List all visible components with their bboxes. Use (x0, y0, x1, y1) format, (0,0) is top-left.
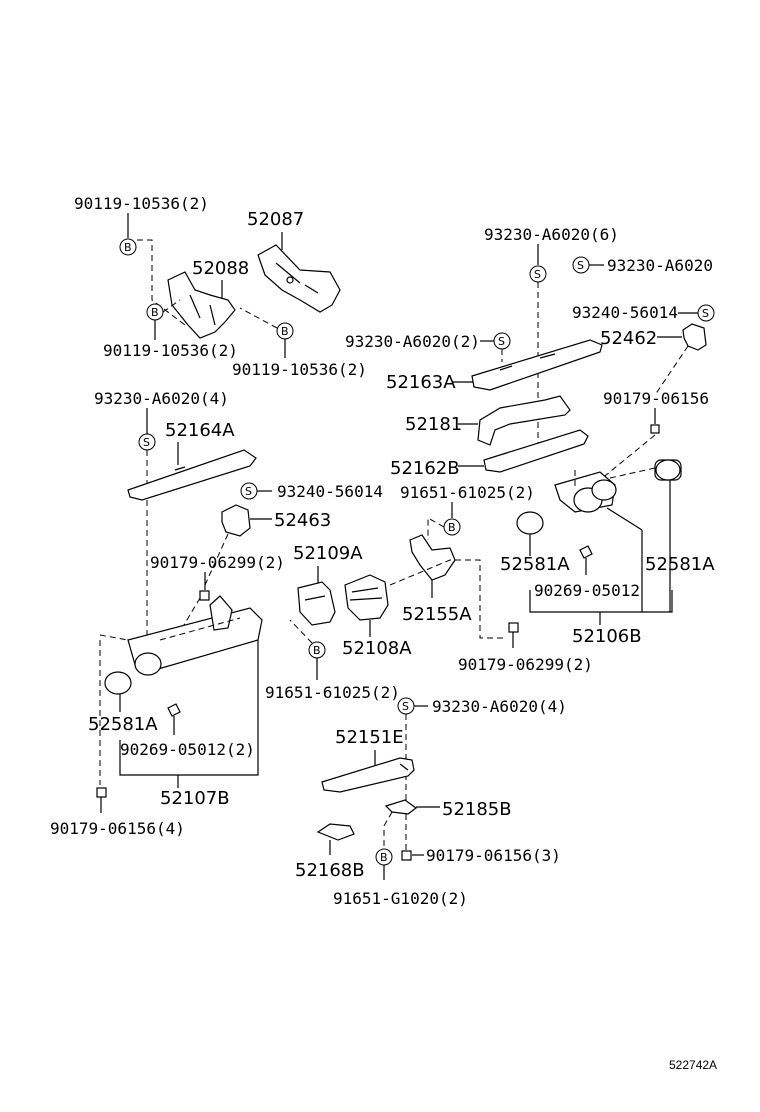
label-90179-06299-left: 90179-06299(2) (150, 553, 285, 572)
label-52164A: 52164A (165, 420, 235, 441)
label-93230-A6020-4-bottom: 93230-A6020(4) (432, 697, 567, 716)
svg-text:S: S (402, 700, 409, 713)
svg-text:S: S (498, 335, 505, 348)
part-52106B-assembly (554, 459, 682, 513)
part-52168B-pad (316, 823, 355, 841)
svg-text:B: B (313, 644, 321, 657)
part-52164A-plate (127, 449, 257, 501)
part-52107B-assembly (127, 595, 263, 676)
label-93230-A6020-6: 93230-A6020(6) (484, 225, 619, 244)
label-91651-G1020: 91651-G1020(2) (333, 889, 468, 908)
part-90269-05012-left-clip (167, 703, 181, 717)
label-91651-61025-bot: 91651-61025(2) (265, 683, 400, 702)
label-52106B: 52106B (572, 626, 642, 647)
figure-id: 522742A (669, 1058, 717, 1072)
label-93240-56014-mid: 93240-56014 (277, 482, 383, 501)
part-52462-cap (682, 323, 707, 351)
label-90119-10536-top-left: 90119-10536(2) (74, 194, 209, 213)
svg-text:S: S (702, 307, 709, 320)
screw-badge-s-4: S (493, 332, 511, 350)
part-52109A-bracket (297, 581, 336, 626)
label-52162B: 52162B (390, 458, 460, 479)
bolt-badge-b-5: B (308, 641, 326, 659)
svg-text:B: B (124, 241, 132, 254)
bolt-badge-b-6: B (375, 848, 393, 866)
part-90269-05012-right-clip (579, 545, 593, 559)
screw-badge-s-1: S (529, 265, 547, 283)
label-90269-05012-right: 90269-05012 (534, 581, 640, 600)
bolt-badge-b-1: B (119, 238, 137, 256)
label-52109A: 52109A (293, 543, 363, 564)
screw-badge-s-3: S (697, 304, 715, 322)
screw-badge-s-6: S (240, 482, 258, 500)
part-52181-bracket (477, 395, 571, 446)
part-52087-bracket (257, 244, 341, 313)
part-52162B-plate (483, 429, 589, 473)
part-90179-06156-left-nut (96, 787, 107, 798)
label-52581A-left: 52581A (88, 714, 158, 735)
svg-text:B: B (281, 325, 289, 338)
label-52462: 52462 (600, 328, 657, 349)
label-90179-06156-4: 90179-06156(4) (50, 819, 185, 838)
svg-text:B: B (151, 306, 159, 319)
label-90119-10536-mid-right: 90119-10536(2) (232, 360, 367, 379)
bolt-badge-b-2: B (146, 303, 164, 321)
svg-text:S: S (534, 268, 541, 281)
label-52181: 52181 (405, 414, 462, 435)
part-90179-06156-nut (650, 424, 660, 434)
label-52108A: 52108A (342, 638, 412, 659)
part-90179-06299-left-nut (199, 590, 210, 601)
label-93230-A6020-right: 93230-A6020 (607, 256, 713, 275)
label-52155A: 52155A (402, 604, 472, 625)
label-91651-61025-top: 91651-61025(2) (400, 483, 535, 502)
label-90179-06299-right: 90179-06299(2) (458, 655, 593, 674)
label-93240-56014-right: 93240-56014 (572, 303, 678, 322)
label-52168B: 52168B (295, 860, 365, 881)
part-52581A-cap-right (516, 511, 544, 535)
svg-text:B: B (448, 521, 456, 534)
label-52581A-right-2: 52581A (645, 554, 715, 575)
part-52155A-bracket (409, 534, 456, 581)
label-52163A: 52163A (386, 372, 456, 393)
part-52151E-plate (321, 757, 415, 793)
label-52581A-right-1: 52581A (500, 554, 570, 575)
part-90179-06299-right-nut (508, 622, 519, 633)
label-90179-06156-3: 90179-06156(3) (426, 846, 561, 865)
part-52463-cap (221, 504, 251, 537)
screw-badge-s-2: S (572, 256, 590, 274)
part-52088-bracket (167, 271, 236, 339)
part-52108A-mount (344, 574, 389, 621)
bolt-badge-b-3: B (276, 322, 294, 340)
label-52087: 52087 (247, 209, 304, 230)
part-90179-06156-bottom-nut (401, 850, 412, 861)
screw-badge-s-7: S (397, 697, 415, 715)
part-52185B-bracket (384, 799, 418, 815)
part-52163A-plate (471, 339, 603, 391)
label-93230-A6020-4: 93230-A6020(4) (94, 389, 229, 408)
svg-text:B: B (380, 851, 388, 864)
svg-text:S: S (143, 436, 150, 449)
label-52151E: 52151E (335, 727, 404, 748)
label-52088: 52088 (192, 258, 249, 279)
svg-text:S: S (577, 259, 584, 272)
label-52185B: 52185B (442, 799, 512, 820)
svg-text:S: S (245, 485, 252, 498)
bolt-badge-b-4: B (443, 518, 461, 536)
label-90269-05012-left: 90269-05012(2) (120, 740, 255, 759)
part-52581A-cap-left (104, 671, 132, 695)
label-52463: 52463 (274, 510, 331, 531)
label-90179-06156: 90179-06156 (603, 389, 709, 408)
screw-badge-s-5: S (138, 433, 156, 451)
label-52107B: 52107B (160, 788, 230, 809)
label-93230-A6020-2: 93230-A6020(2) (345, 332, 480, 351)
label-90119-10536-mid-left: 90119-10536(2) (103, 341, 238, 360)
